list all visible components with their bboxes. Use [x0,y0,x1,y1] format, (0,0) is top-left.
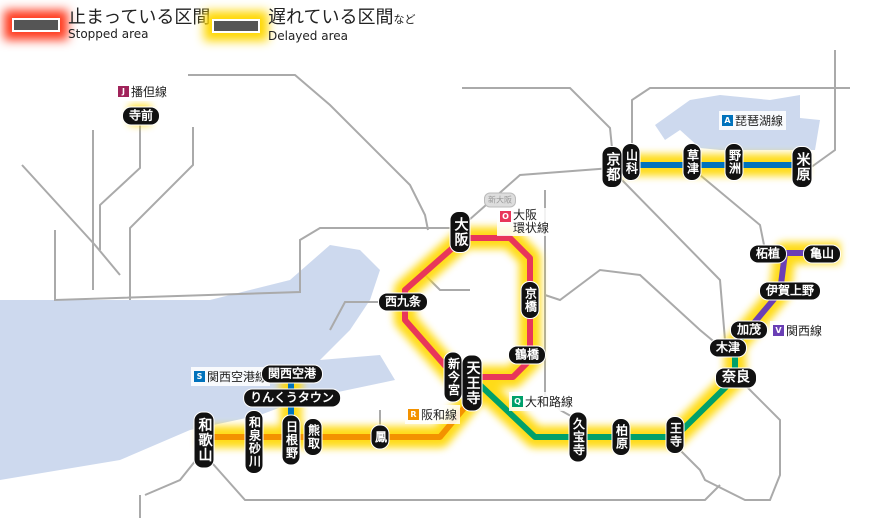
other-lines [21,50,850,518]
station-maibara[interactable]: 米原 [791,146,813,188]
osaka-bay [0,245,395,480]
station-kusatsu[interactable]: 草津 [682,143,702,181]
line-badge: V [773,325,784,336]
legend-delayed-en: Delayed area [268,29,348,43]
station-tsuge[interactable]: 柘植 [748,244,788,264]
station-shinimamiya[interactable]: 新今宮 [443,351,463,403]
station-kizu[interactable]: 木津 [708,338,748,358]
station-kyobashi[interactable]: 京橋 [520,281,540,319]
station-rinku-town[interactable]: りんくうタウン [243,388,341,408]
station-oji[interactable]: 王寺 [665,416,685,454]
station-nishikujo[interactable]: 西九条 [377,292,429,312]
legend-delayed-suffix: など [393,13,416,26]
line-badge: S [194,371,205,382]
station-tsuruhashi[interactable]: 鶴橋 [507,345,547,365]
line-badge: R [408,409,419,420]
line-name: 琵琶湖線 [735,114,784,128]
station-iga-ueno[interactable]: 伊賀上野 [758,281,822,301]
station-otori[interactable]: 鳳 [370,424,390,450]
legend-stopped: 止まっている区間 Stopped area [12,8,210,41]
legend-delayed: 遅れている区間など Delayed area [212,8,415,43]
station-tennoji[interactable]: 天王寺 [461,354,483,412]
station-izumisunagawa[interactable]: 和泉砂川 [244,410,264,474]
line-name: 大阪環状線 [513,208,550,235]
legend-stopped-en: Stopped area [68,27,149,41]
line-badge: O [500,211,511,222]
station-kumatori[interactable]: 熊取 [303,418,323,456]
line-name: 関西空港線 [207,370,268,384]
station-wakayama[interactable]: 和歌山 [193,411,215,469]
line-badge: A [722,115,733,126]
line-badge: Q [512,396,523,407]
station-shinosaka[interactable]: 新大阪 [484,192,516,208]
station-kashiwara[interactable]: 柏原 [611,418,631,456]
station-teramae[interactable]: 寺前 [121,106,161,126]
station-kyoto[interactable]: 京都 [601,146,623,188]
station-kameyama[interactable]: 亀山 [802,244,842,264]
line-loop [402,235,533,380]
station-yamashina[interactable]: 山科 [621,143,641,181]
legend-delayed-jp: 遅れている区間 [268,7,394,28]
line-name: 関西線 [786,324,823,338]
line-badge: J [118,86,129,97]
station-hineno[interactable]: 日根野 [281,414,301,466]
line-name: 阪和線 [421,408,458,422]
line-name: 播但線 [131,85,168,99]
line-name: 大和路線 [525,395,574,409]
delayed-swatch [212,18,260,33]
station-yasu[interactable]: 野洲 [724,143,744,181]
station-kansai-airport[interactable]: 関西空港 [260,364,324,384]
station-osaka[interactable]: 大阪 [449,211,471,253]
station-kamo[interactable]: 加茂 [729,320,769,340]
legend-stopped-jp: 止まっている区間 [68,7,211,28]
stopped-swatch [12,17,60,32]
station-kyuhoji[interactable]: 久宝寺 [568,411,588,463]
station-nara[interactable]: 奈良 [715,367,757,389]
